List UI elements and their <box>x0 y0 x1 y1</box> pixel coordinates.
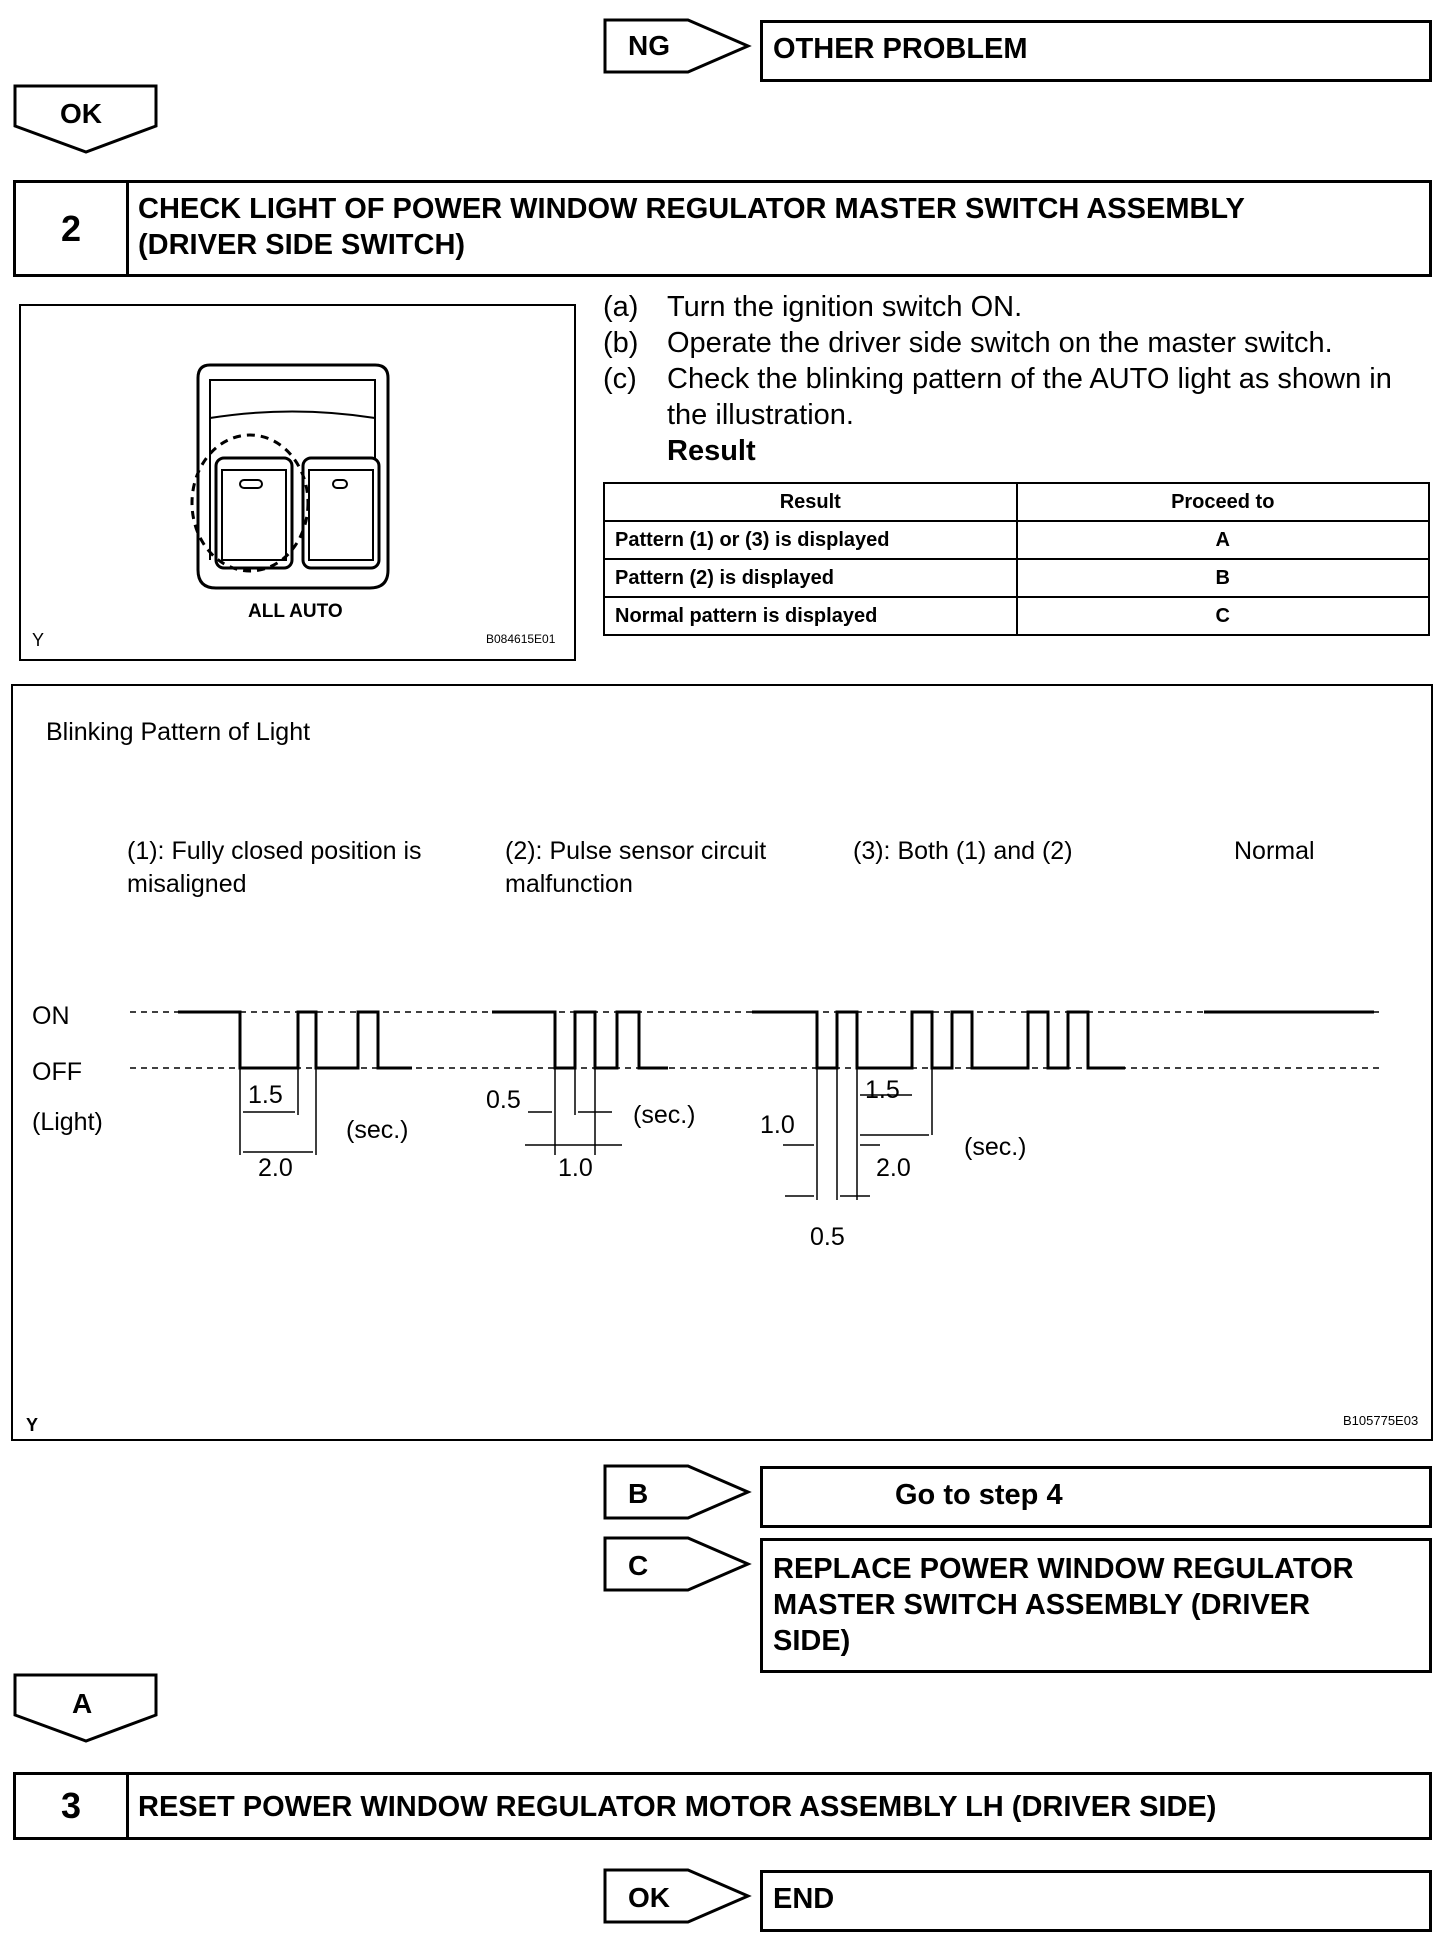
pattern-3-label: (3): Both (1) and (2) <box>853 837 1073 865</box>
step-2-header: 2 CHECK LIGHT OF POWER WINDOW REGULATOR … <box>13 180 1432 277</box>
step-2-title-line2: (DRIVER SIDE SWITCH) <box>138 229 466 261</box>
driver-switch <box>214 456 294 570</box>
step-2-title: CHECK LIGHT OF POWER WINDOW REGULATOR MA… <box>138 191 1419 263</box>
highlight-circle <box>190 433 310 573</box>
instruction-c: (c) Check the blinking pattern of the AU… <box>603 361 1433 433</box>
pattern-1-label-line2: misaligned <box>127 870 247 898</box>
proceed-col-header: Proceed to <box>1015 482 1430 522</box>
passenger-switch <box>301 456 381 570</box>
instruction-b: (b) Operate the driver side switch on th… <box>603 325 1433 361</box>
waveform-2 <box>492 1010 668 1070</box>
waveform-3 <box>752 1010 1125 1070</box>
dimensions-3 <box>783 1068 933 1200</box>
pattern-1-label-line1: (1): Fully closed position is <box>127 837 422 865</box>
switch-illustration: ALL AUTO Y B084615E01 <box>19 304 576 661</box>
instruction-list: (a) Turn the ignition switch ON. (b) Ope… <box>603 289 1433 469</box>
go-to-step-4-box: Go to step 4 <box>760 1466 1432 1528</box>
dimensions-2 <box>525 1068 622 1155</box>
step-2-title-line1: CHECK LIGHT OF POWER WINDOW REGULATOR MA… <box>138 193 1245 225</box>
blinking-pattern-figure: Blinking Pattern of Light (1): Fully clo… <box>11 684 1433 1441</box>
other-problem-box: OTHER PROBLEM <box>760 20 1432 82</box>
proceed-cell: B <box>1015 558 1430 598</box>
switch-figure-code: B084615E01 <box>486 632 556 646</box>
proceed-cell: A <box>1015 520 1430 560</box>
end-text: END <box>773 1883 835 1915</box>
instruction-c-label: (c) <box>603 363 637 395</box>
a-arrow-label: A <box>72 1688 92 1719</box>
c-tag-label: C <box>628 1550 648 1581</box>
off-label: OFF <box>32 1058 82 1086</box>
replace-switch-line1: REPLACE POWER WINDOW REGULATOR <box>773 1553 1354 1585</box>
pattern-figure-code: B105775E03 <box>1343 1413 1418 1428</box>
step-3-header: 3 RESET POWER WINDOW REGULATOR MOTOR ASS… <box>13 1772 1432 1840</box>
result-cell: Pattern (2) is displayed <box>603 558 1018 598</box>
step-2-number: 2 <box>16 183 129 274</box>
result-cell: Normal pattern is displayed <box>603 596 1018 636</box>
sec-label-1: (sec.) <box>346 1116 409 1144</box>
step-3-title: RESET POWER WINDOW REGULATOR MOTOR ASSEM… <box>138 1791 1217 1823</box>
instruction-b-label: (b) <box>603 327 639 359</box>
sec-label-2: (sec.) <box>633 1101 696 1129</box>
end-box: END <box>760 1870 1432 1932</box>
dim-2-0_5: 0.5 <box>486 1086 521 1114</box>
pattern-normal-label: Normal <box>1234 837 1315 865</box>
instruction-b-text: Operate the driver side switch on the ma… <box>667 327 1333 359</box>
table-row: Normal pattern is displayed C <box>603 596 1430 636</box>
result-table-header: Result Proceed to <box>603 482 1430 522</box>
switch-caption: ALL AUTO <box>248 601 343 622</box>
result-col-header: Result <box>603 482 1018 522</box>
result-table: Result Proceed to Pattern (1) or (3) is … <box>603 482 1430 636</box>
replace-switch-box: REPLACE POWER WINDOW REGULATOR MASTER SW… <box>760 1538 1432 1673</box>
ng-arrow-tag: NG <box>603 18 752 74</box>
on-label: ON <box>32 1002 70 1030</box>
ng-tag-label: NG <box>628 30 670 61</box>
dim-1-1_5: 1.5 <box>248 1081 283 1109</box>
sec-label-3: (sec.) <box>964 1133 1027 1161</box>
dimensions-1 <box>239 1068 317 1155</box>
light-label: (Light) <box>32 1108 103 1136</box>
ok-arrow-label: OK <box>60 98 102 129</box>
result-cell: Pattern (1) or (3) is displayed <box>603 520 1018 560</box>
ok-end-arrow-tag: OK <box>603 1868 752 1924</box>
replace-switch-line2: MASTER SWITCH ASSEMBLY (DRIVER <box>773 1589 1311 1621</box>
dim-1-2_0: 2.0 <box>258 1154 293 1182</box>
table-row: Pattern (1) or (3) is displayed A <box>603 520 1430 560</box>
pattern-2-label-line1: (2): Pulse sensor circuit <box>505 837 766 865</box>
other-problem-text: OTHER PROBLEM <box>773 33 1028 65</box>
dim-3-1_0: 1.0 <box>760 1111 795 1139</box>
result-heading: Result <box>667 435 756 467</box>
pattern-corner-label: Y <box>26 1415 38 1435</box>
step-3-number: 3 <box>16 1775 129 1837</box>
ok-down-arrow: OK <box>13 84 158 154</box>
instruction-a-label: (a) <box>603 291 639 323</box>
switch-corner-label: Y <box>32 630 44 650</box>
instruction-a-text: Turn the ignition switch ON. <box>667 291 1023 323</box>
proceed-cell: C <box>1015 596 1430 636</box>
table-row: Pattern (2) is displayed B <box>603 558 1430 598</box>
go-to-step-4-text: Go to step 4 <box>895 1479 1063 1511</box>
replace-switch-line3: SIDE) <box>773 1625 851 1657</box>
dim-2-1_0: 1.0 <box>558 1154 593 1182</box>
instruction-a: (a) Turn the ignition switch ON. <box>603 289 1433 325</box>
figure-title: Blinking Pattern of Light <box>46 718 310 746</box>
dim-3-0_5: 0.5 <box>810 1223 845 1251</box>
b-arrow-tag: B <box>603 1464 752 1520</box>
dim-3-2_0: 2.0 <box>876 1154 911 1182</box>
instruction-c-text: Check the blinking pattern of the AUTO l… <box>667 363 1392 431</box>
replace-switch-text: REPLACE POWER WINDOW REGULATOR MASTER SW… <box>773 1551 1354 1659</box>
b-tag-label: B <box>628 1478 648 1509</box>
ok-end-tag-label: OK <box>628 1882 670 1913</box>
dim-3-1_5: 1.5 <box>865 1076 900 1104</box>
waveform-1 <box>178 1010 412 1070</box>
a-down-arrow: A <box>13 1673 158 1743</box>
pattern-2-label-line2: malfunction <box>505 870 633 898</box>
c-arrow-tag: C <box>603 1536 752 1592</box>
